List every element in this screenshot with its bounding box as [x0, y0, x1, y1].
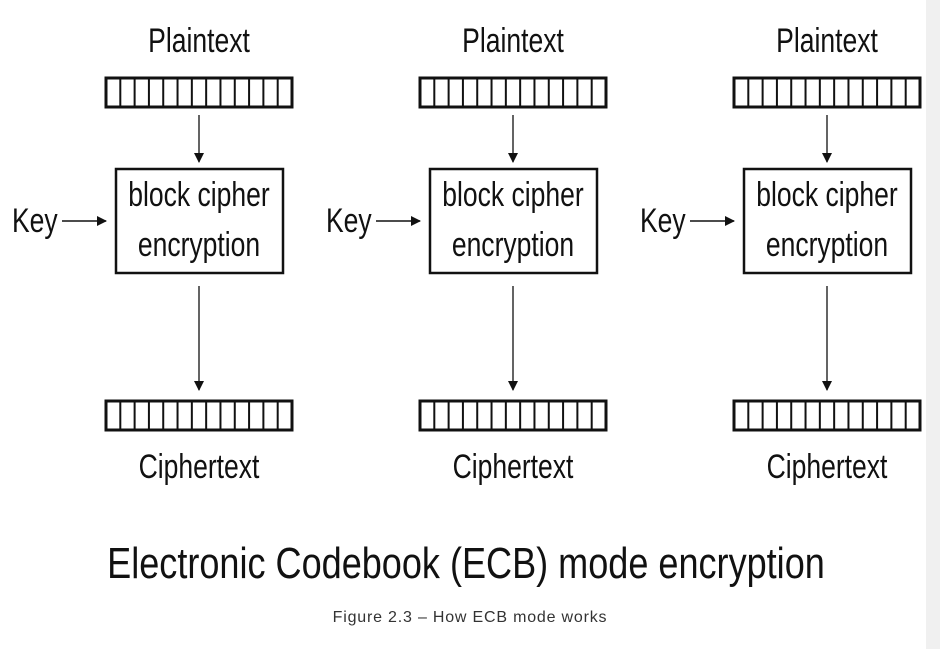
- plaintext-block-frame: [418, 76, 608, 109]
- ciphertext-label: Ciphertext: [767, 448, 888, 486]
- block-cipher-box: [428, 167, 599, 275]
- plaintext-block-frame: [104, 76, 294, 109]
- ciphertext-label: Ciphertext: [139, 448, 260, 486]
- cipher-label-line1: block cipher: [442, 176, 583, 214]
- ciphertext-block-frame: [732, 399, 922, 432]
- block-cipher-box: [742, 167, 913, 275]
- cipher-label-line2: encryption: [766, 226, 888, 264]
- ciphertext-block-frame: [104, 399, 294, 432]
- diagram-title: Electronic Codebook (ECB) mode encryptio…: [107, 539, 825, 588]
- ciphertext-block: [104, 399, 294, 432]
- plaintext-label: Plaintext: [776, 22, 878, 60]
- cipher-label-line1: block cipher: [128, 176, 269, 214]
- ciphertext-label: Ciphertext: [453, 448, 574, 486]
- cipher-label-line2: encryption: [138, 226, 260, 264]
- ciphertext-block: [418, 399, 608, 432]
- plaintext-block: [418, 76, 608, 109]
- figure-caption: Figure 2.3 – How ECB mode works: [332, 609, 608, 626]
- ecb-unit-2: Plaintext block cipher encryption KeyCipher…: [326, 22, 608, 486]
- plaintext-label: Plaintext: [148, 22, 250, 60]
- plaintext-block: [104, 76, 294, 109]
- plaintext-block: [732, 76, 922, 109]
- cipher-label-line2: encryption: [452, 226, 574, 264]
- ecb-unit-3: Plaintext block cipher encryption KeyCipher…: [640, 22, 922, 486]
- cipher-label-line1: block cipher: [756, 176, 897, 214]
- plaintext-block-frame: [732, 76, 922, 109]
- key-label: Key: [12, 202, 58, 240]
- ciphertext-block: [732, 399, 922, 432]
- plaintext-label: Plaintext: [462, 22, 564, 60]
- right-edge-strip: [926, 0, 940, 649]
- key-label: Key: [640, 202, 686, 240]
- block-cipher-box: [114, 167, 285, 275]
- ciphertext-block-frame: [418, 399, 608, 432]
- ecb-unit-1: Plaintext block cipher encryption KeyCipher…: [12, 22, 294, 486]
- key-label: Key: [326, 202, 372, 240]
